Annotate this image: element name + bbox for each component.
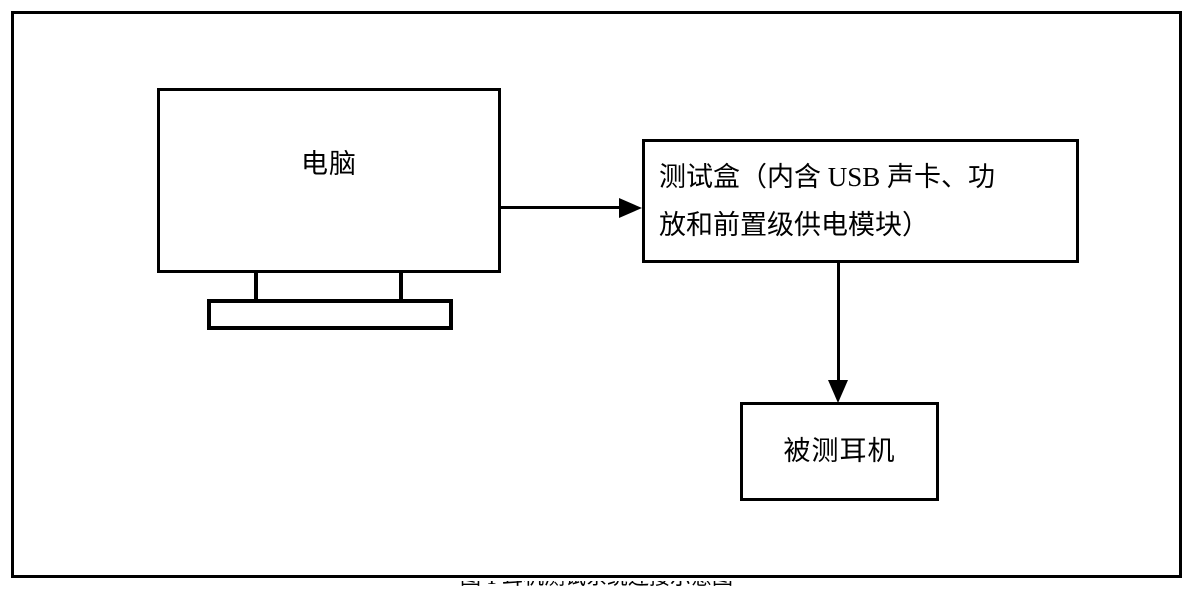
node-test-box-label: 测试盒（内含 USB 声卡、功 放和前置级供电模块） — [659, 162, 996, 240]
arrow-computer-to-test-box — [500, 198, 642, 218]
figure-border — [11, 11, 1182, 578]
monitor-stand-base — [207, 299, 453, 330]
arrow-head-right-icon — [619, 198, 642, 218]
arrow-test-box-to-headphone — [828, 262, 848, 403]
figure-caption-strip: 图 1 耳机测试系统连接示意图 — [11, 581, 1182, 600]
node-computer[interactable]: 电脑 — [157, 88, 501, 273]
monitor-stand-leg-left — [254, 271, 258, 301]
figure-caption: 图 1 耳机测试系统连接示意图 — [11, 581, 1182, 590]
node-test-box[interactable]: 测试盒（内含 USB 声卡、功 放和前置级供电模块） — [642, 139, 1079, 263]
node-computer-label: 电脑 — [301, 148, 357, 179]
arrow-shaft — [837, 262, 840, 384]
monitor-stand-leg-right — [399, 271, 403, 301]
node-headphone-label: 被测耳机 — [783, 435, 896, 466]
node-headphone[interactable]: 被测耳机 — [740, 402, 939, 501]
arrow-shaft — [500, 206, 624, 209]
arrow-head-down-icon — [828, 380, 848, 403]
